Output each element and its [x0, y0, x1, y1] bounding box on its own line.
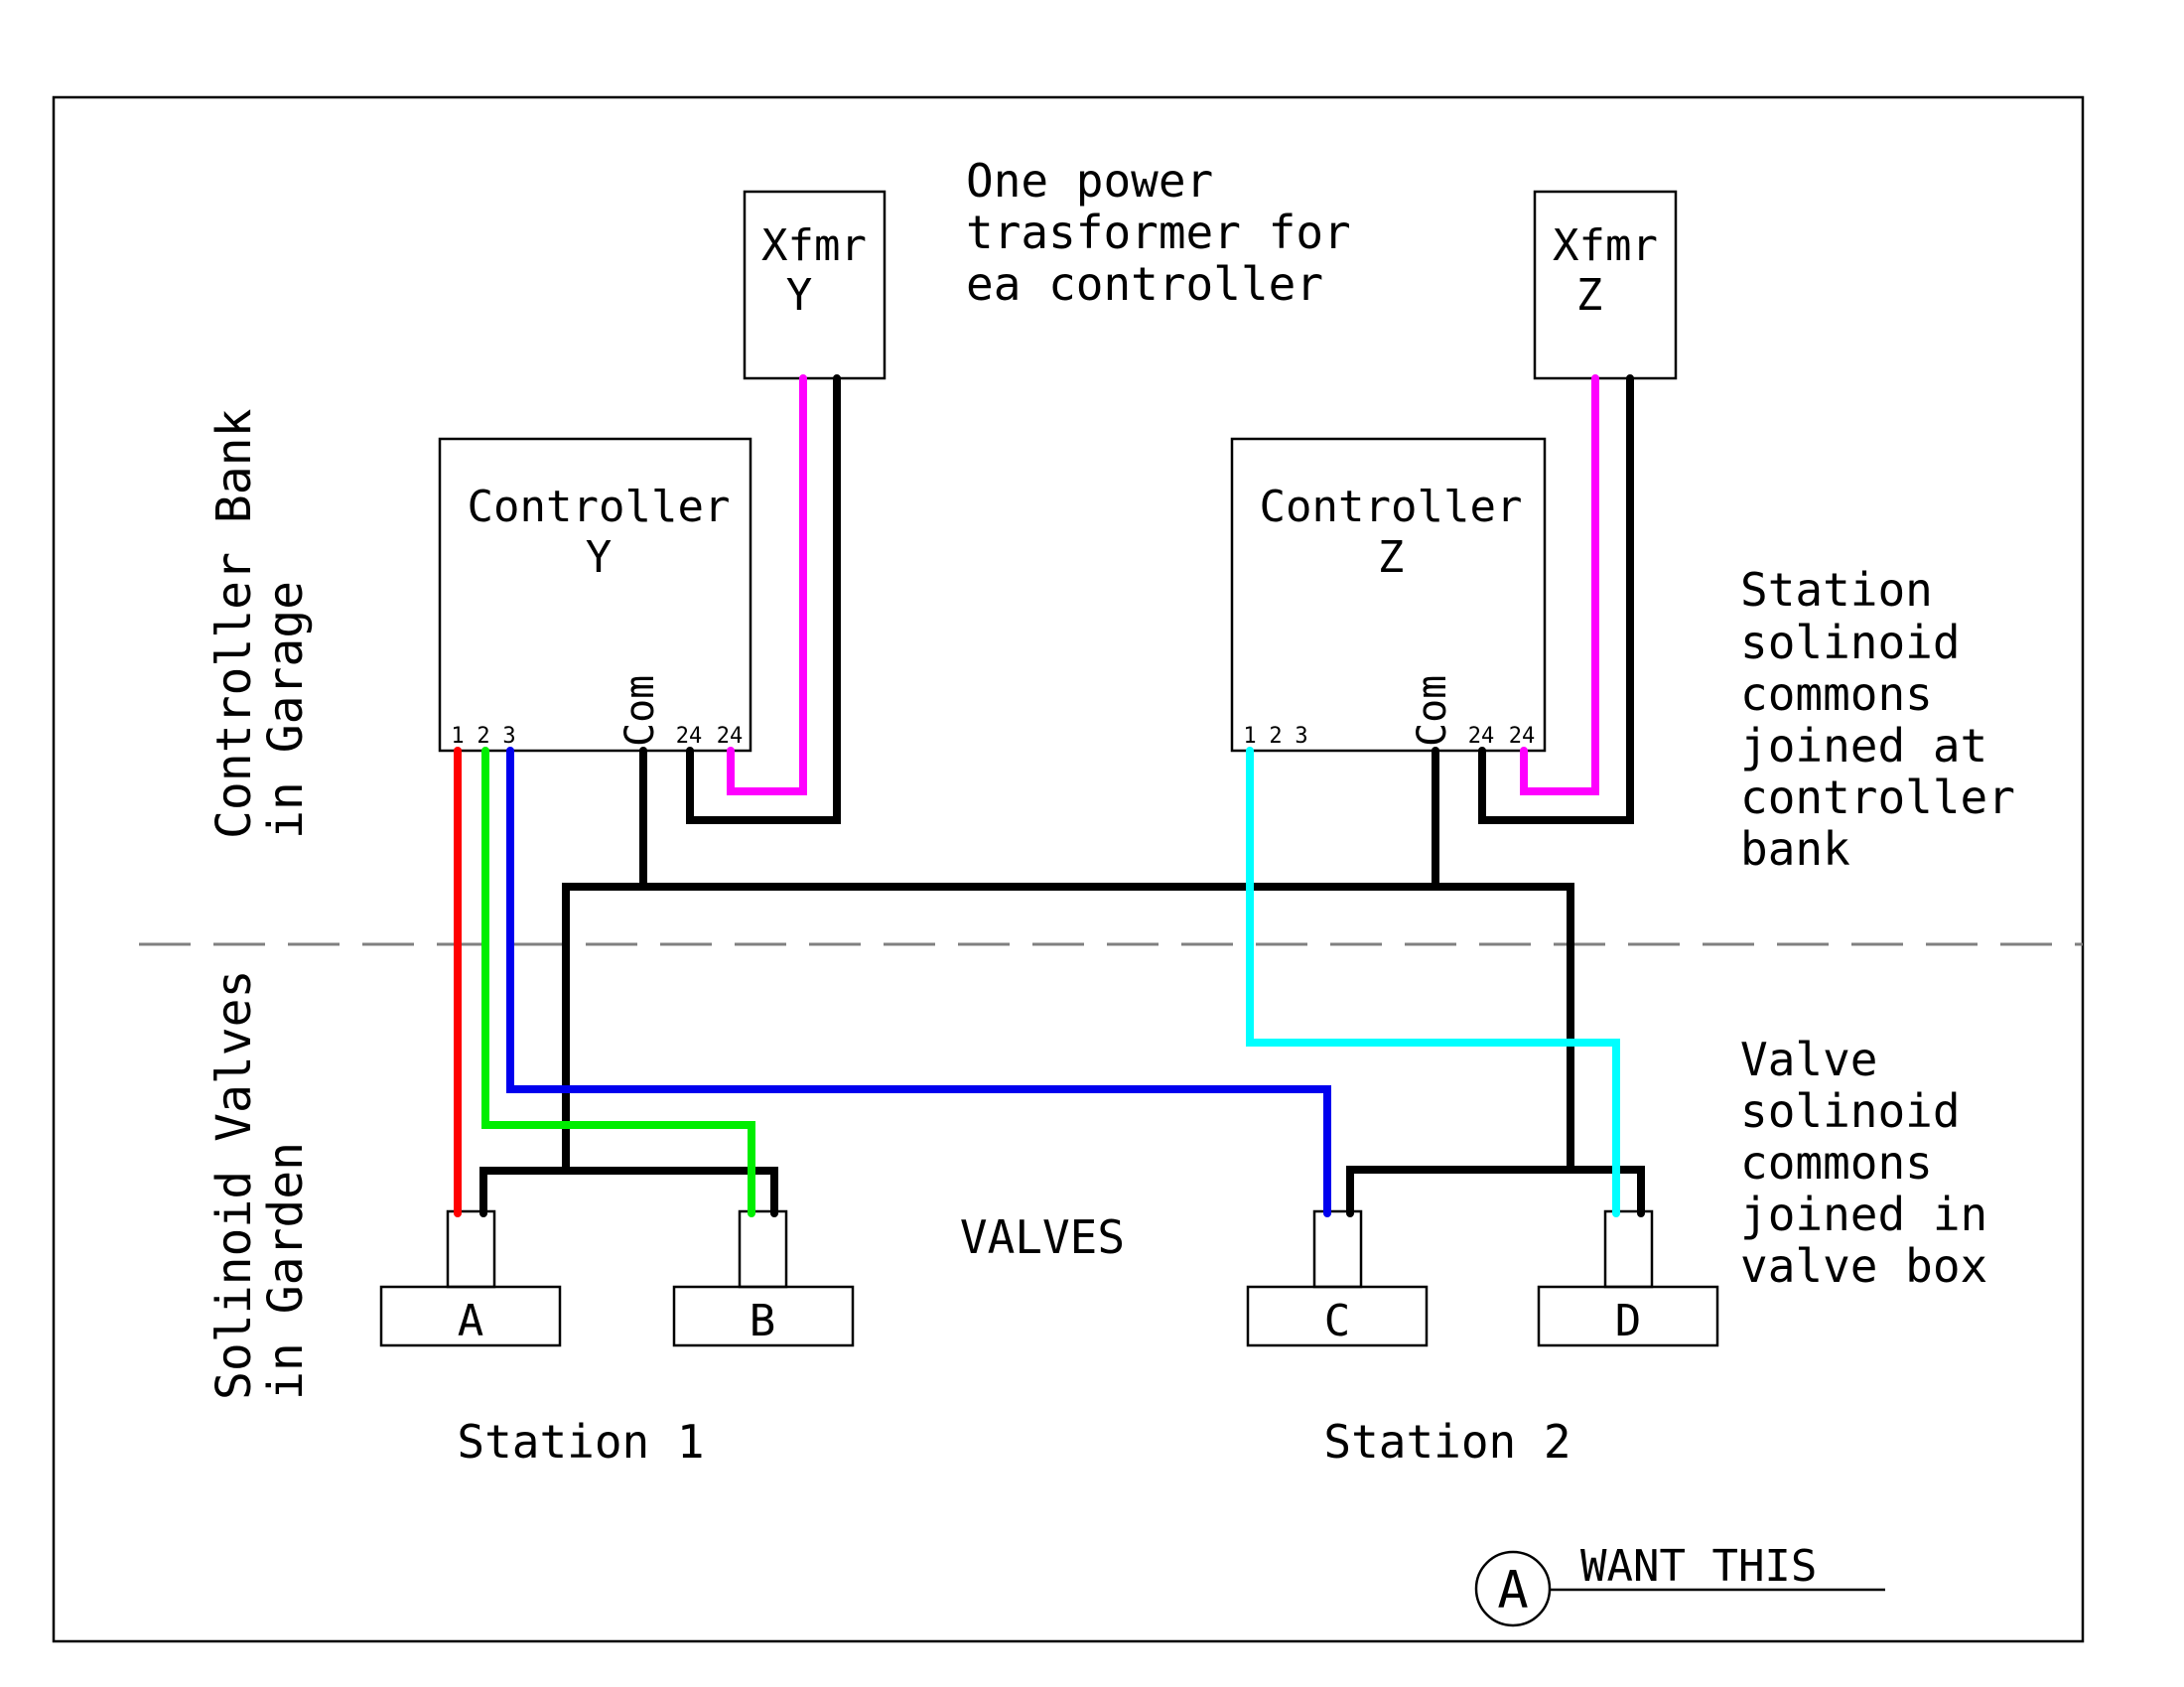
valve-commons-note-line1: Valve	[1740, 1033, 1877, 1086]
transformer-note-line1: One power	[966, 154, 1213, 208]
wire-xfmr-z-24v-black	[1478, 374, 1634, 824]
valve-d: D	[1537, 1209, 1719, 1347]
valve-a-label: A	[458, 1296, 484, 1346]
station-1-label: Station 1	[457, 1415, 704, 1469]
controller-z-terminal-3: 3	[1295, 724, 1307, 749]
wire-station-z1-to-valve-d	[1246, 747, 1620, 1217]
zone-label-garden-line2: in Garden	[258, 1142, 314, 1400]
controller-y-label: Controller	[468, 482, 731, 532]
transformer-note-line2: trasformer for	[966, 206, 1351, 259]
station-commons-note-line3: commons	[1740, 667, 1933, 721]
wire-xfmr-z-24v-magenta	[1520, 374, 1599, 795]
zone-label-garage-line1: Controller Bank	[206, 408, 262, 839]
station-commons-note-line6: bank	[1740, 822, 1850, 876]
controller-y-id: Y	[586, 532, 613, 583]
valve-c-label: C	[1324, 1296, 1351, 1346]
zone-label-garden-line1: Solinoid Valves	[206, 970, 262, 1400]
valve-commons-note-line4: joined in	[1740, 1188, 1987, 1241]
controller-z: Controller Z 1 2 3 Com 24 24	[1230, 437, 1547, 753]
station-commons-note-line4: joined at	[1740, 719, 1987, 773]
valve-commons-note-line5: valve box	[1740, 1239, 1987, 1293]
controller-y-24v-terminal-a: 24	[676, 724, 703, 749]
valve-c: C	[1246, 1209, 1429, 1347]
wire-xfmr-y-24v-black	[686, 374, 841, 824]
valve-a: A	[379, 1209, 562, 1347]
controller-y-terminal-2: 2	[477, 724, 489, 749]
valve-commons-note: Valve solinoid commons joined in valve b…	[1740, 1033, 1987, 1293]
controller-y-terminal-1: 1	[451, 724, 464, 749]
transformer-y-label: Xfmr	[761, 220, 867, 271]
controller-z-id: Z	[1378, 532, 1405, 583]
valve-commons-note-line2: solinoid	[1740, 1084, 1961, 1138]
controller-y: Controller Y 1 2 3 Com 24 24	[438, 437, 752, 753]
transformer-y: Xfmr Y	[743, 190, 887, 380]
station-commons-note-line5: controller	[1740, 771, 2015, 824]
station-commons-note: Station solinoid commons joined at contr…	[1740, 563, 2015, 876]
station-commons-note-line2: solinoid	[1740, 616, 1961, 669]
detail-callout-letter: A	[1497, 1561, 1528, 1620]
controller-z-24v-terminal-b: 24	[1509, 724, 1536, 749]
wire-valve-cd-common	[1346, 1166, 1645, 1217]
station-commons-note-line1: Station	[1740, 563, 1933, 617]
controller-z-terminal-2: 2	[1269, 724, 1282, 749]
controller-z-com-terminal: Com	[1410, 675, 1455, 747]
controller-y-24v-terminal-b: 24	[717, 724, 744, 749]
station-2-label: Station 2	[1323, 1415, 1570, 1469]
transformer-z-id: Z	[1576, 270, 1603, 321]
valves-heading: VALVES	[960, 1210, 1125, 1264]
wire-valve-ab-common	[479, 1167, 778, 1217]
wire-xfmr-y-24v-magenta	[727, 374, 807, 795]
transformer-y-id: Y	[786, 270, 813, 321]
wire-common-bus	[562, 883, 1574, 1175]
valve-d-label: D	[1615, 1296, 1642, 1346]
zone-label-garden: Solinoid Valves in Garden	[206, 970, 314, 1400]
transformer-note: One power trasformer for ea controller	[966, 154, 1351, 311]
wire-station-y3-to-valve-c	[506, 747, 1331, 1217]
controller-y-terminal-3: 3	[502, 724, 515, 749]
wire-station-y2-to-valve-b	[481, 747, 755, 1217]
drawing-frame	[52, 95, 2085, 1643]
transformer-z-label: Xfmr	[1553, 220, 1658, 271]
valve-b: B	[672, 1209, 855, 1347]
transformer-note-line3: ea controller	[966, 257, 1323, 311]
valve-commons-note-line3: commons	[1740, 1136, 1933, 1190]
transformer-z: Xfmr Z	[1533, 190, 1678, 380]
controller-z-label: Controller	[1260, 482, 1523, 532]
zone-label-garage: Controller Bank in Garage	[206, 408, 314, 839]
detail-callout-title: WANT THIS	[1580, 1541, 1817, 1592]
detail-callout: A WANT THIS	[1474, 1541, 1885, 1627]
zone-label-garage-line2: in Garage	[258, 581, 314, 839]
controller-y-com-terminal: Com	[617, 675, 663, 747]
valve-b-label: B	[750, 1296, 776, 1346]
controller-z-terminal-1: 1	[1243, 724, 1256, 749]
controller-z-24v-terminal-a: 24	[1468, 724, 1495, 749]
